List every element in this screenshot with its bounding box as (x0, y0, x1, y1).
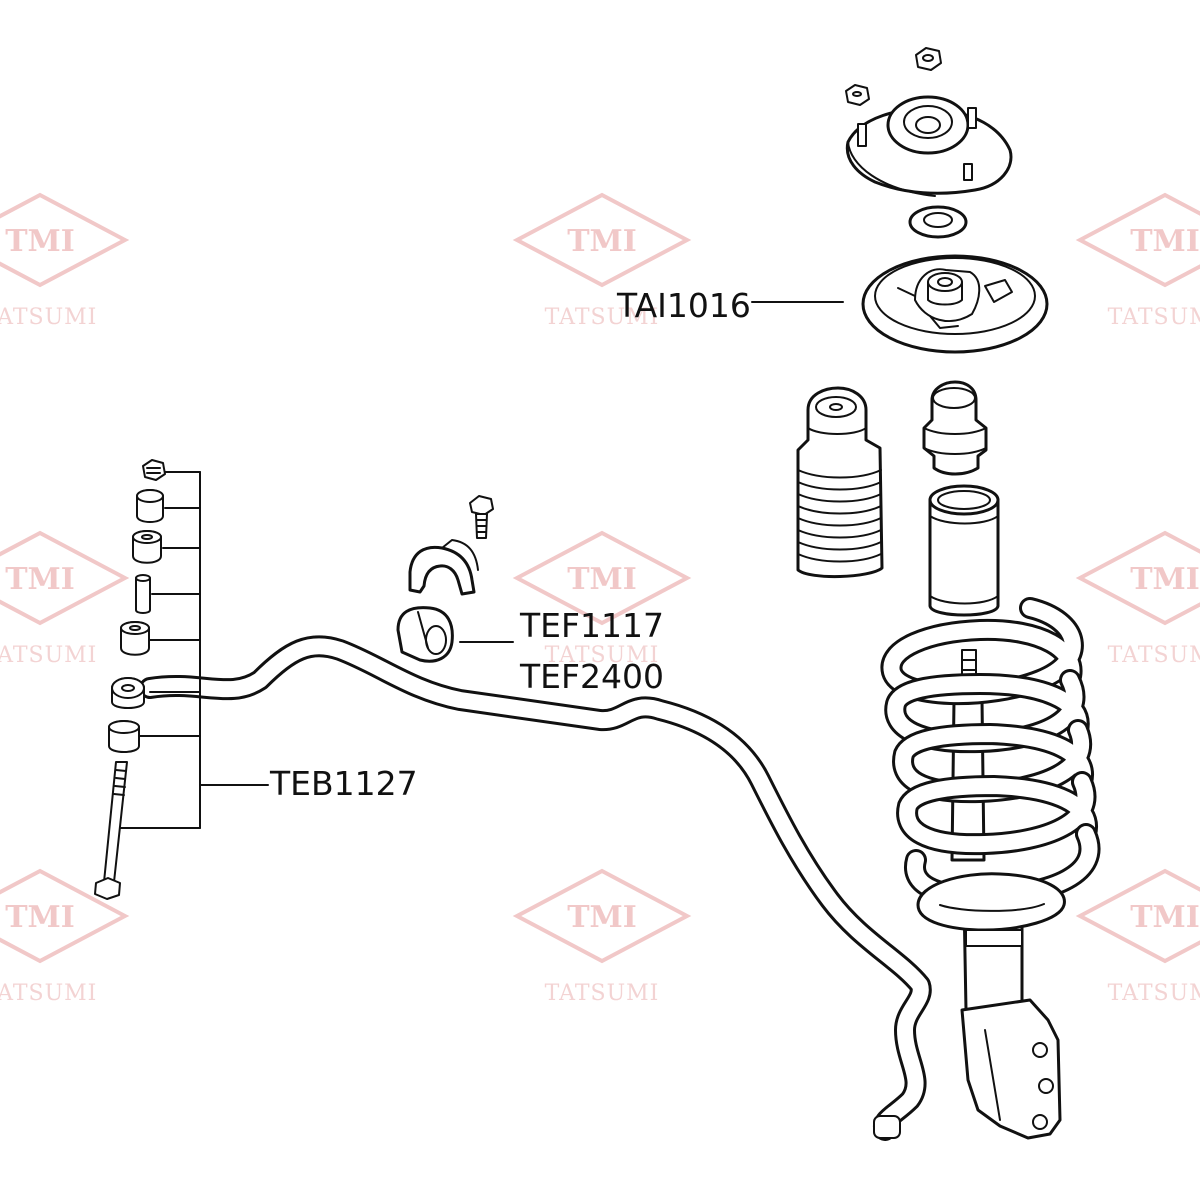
watermark-brand: TATSUMI (545, 305, 660, 330)
strut-assembly (880, 597, 1101, 1140)
watermark-tile: TMI TATSUMI (0, 868, 130, 1006)
watermark-logo: TMI (5, 900, 75, 935)
part-label-strut-mount: TAI1016 (616, 286, 751, 325)
link-bushing-icon (136, 489, 164, 523)
hex-nut-icon (915, 47, 942, 71)
clamp-bracket-icon (408, 539, 479, 596)
watermark-logo: TMI (567, 562, 637, 597)
watermark-brand: TATSUMI (0, 643, 97, 668)
watermark-logo: TMI (5, 224, 75, 259)
watermark-brand: TATSUMI (0, 981, 97, 1006)
clamp-bolt-icon (469, 495, 494, 539)
upper-mount-plate (845, 47, 1013, 197)
watermark-logo: TMI (567, 224, 637, 259)
mount-stud-icon (857, 107, 977, 181)
watermark-brand: TATSUMI (545, 643, 660, 668)
watermark-brand: TATSUMI (545, 981, 660, 1006)
watermark-brand: TATSUMI (1108, 305, 1200, 330)
strut-mount-seat (861, 254, 1049, 354)
link-bolt-icon (94, 761, 128, 900)
part-label-bushing-a: TEF1117 (519, 606, 664, 645)
watermark-tile: TMI TATSUMI (1075, 192, 1200, 330)
link-bushing-icon (120, 621, 150, 656)
watermark-tile: TMI TATSUMI (1075, 868, 1200, 1006)
watermark-layer: TMI TATSUMI TMI TATSUMI TMI TATSUMI TMI … (0, 192, 1200, 1006)
callout-lines (199, 301, 844, 786)
link-bushing-icon (132, 530, 162, 564)
coil-spring (880, 597, 1101, 908)
hex-nut-icon (845, 84, 870, 106)
link-sleeve-icon (135, 574, 151, 614)
bump-stop (922, 380, 988, 476)
strut-bearing-washer (908, 205, 968, 239)
stabilizer-bushing-icon (396, 606, 454, 663)
watermark-brand: TATSUMI (1108, 643, 1200, 668)
watermark-logo: TMI (1130, 224, 1200, 259)
stabilizer-bar (139, 635, 932, 1141)
watermark-logo: TMI (1130, 562, 1200, 597)
link-bushing-icon (111, 677, 145, 709)
watermark-tile: TMI TATSUMI (512, 530, 692, 668)
bar-bushing-assembly (396, 495, 494, 663)
link-bushing-icon (108, 720, 140, 753)
bar-end-eye (873, 1115, 901, 1139)
part-label-stabilizer-link: TEB1127 (269, 764, 418, 803)
watermark-tile: TMI TATSUMI (0, 530, 130, 668)
strut-dust-cover (928, 484, 1000, 617)
watermark-logo: TMI (1130, 900, 1200, 935)
watermark-tile: TMI TATSUMI (0, 192, 130, 330)
watermark-brand: TATSUMI (0, 305, 97, 330)
watermark-logo: TMI (567, 900, 637, 935)
watermark-tile: TMI TATSUMI (1075, 530, 1200, 668)
watermark-tile: TMI TATSUMI (512, 192, 692, 330)
stabilizer-link-kit (94, 459, 201, 900)
part-labels: TAI1016 TEF1117 TEF2400 TEB1127 (269, 286, 751, 803)
dust-boot (796, 386, 884, 578)
hex-nut-icon (142, 459, 166, 481)
part-label-bushing-b: TEF2400 (519, 657, 664, 696)
watermark-brand: TATSUMI (1108, 981, 1200, 1006)
watermark-tile: TMI TATSUMI (512, 868, 692, 1006)
watermark-logo: TMI (5, 562, 75, 597)
